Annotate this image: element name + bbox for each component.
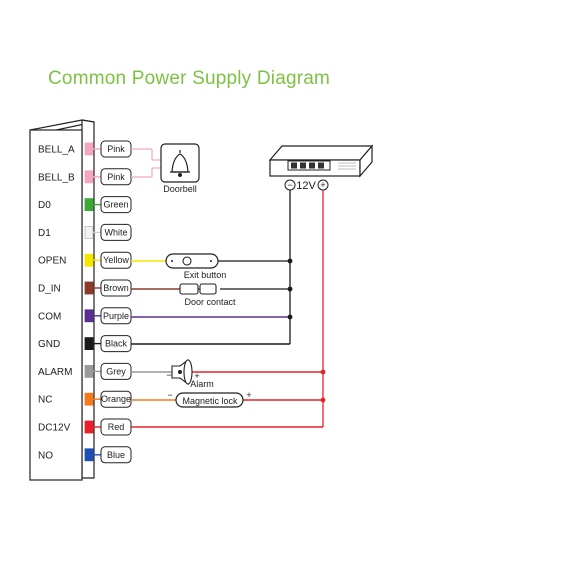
wire-color-swatch <box>84 448 94 462</box>
pin-row-no: NO Blue <box>38 446 132 464</box>
wire-color-label: Purple <box>103 311 129 321</box>
pin-row-d0: D0 Green <box>38 196 132 214</box>
maglock-minus-sign: − <box>167 390 172 400</box>
page-title: Common Power Supply Diagram <box>48 68 331 89</box>
wire-color-swatch <box>84 420 94 434</box>
pin-label: BELL_B <box>38 172 75 183</box>
minus-sign: − <box>287 180 292 190</box>
wire-color-swatch <box>84 198 94 212</box>
pin-label: ALARM <box>38 367 72 378</box>
pin-label: BELL_A <box>38 145 75 156</box>
alarm-label: Alarm <box>190 379 214 389</box>
wire-color-label: Pink <box>107 144 125 154</box>
doorbell-wiring <box>131 148 161 178</box>
power-supply <box>268 144 374 178</box>
wire-label-box <box>100 390 132 408</box>
wire-label-box <box>100 196 132 214</box>
alarm-plus-sign: + <box>194 371 199 381</box>
wire-color-label: Pink <box>107 172 125 182</box>
wire-color-swatch <box>84 364 94 378</box>
wire-color-label: Grey <box>106 366 126 376</box>
wire-color-swatch <box>84 392 94 406</box>
pin-row-d-in: D_IN Brown <box>38 279 132 297</box>
wire-color-swatch <box>84 309 94 323</box>
alarm-icon <box>171 358 193 386</box>
pin-row-nc: NC Orange <box>38 390 132 408</box>
pin-label: NC <box>38 395 52 406</box>
door-contact-label: Door contact <box>184 297 236 307</box>
wire-color-swatch <box>84 142 94 156</box>
wire-color-swatch <box>84 253 94 267</box>
wire-label-box <box>100 307 132 325</box>
pin-label: D_IN <box>38 284 61 295</box>
wire-color-label: Blue <box>107 450 125 460</box>
pin-label: DC12V <box>38 423 71 434</box>
pin-row-bell-b: BELL_B Pink <box>38 168 132 186</box>
wire-label-box <box>100 251 132 269</box>
door-contact-icon <box>179 283 217 295</box>
wire-label-box <box>100 279 132 297</box>
wire-label-box <box>100 223 132 241</box>
junction-dots <box>287 258 326 403</box>
pin-row-d1: D1 White <box>38 223 132 241</box>
wire-color-swatch <box>84 281 94 295</box>
doorbell-icon <box>160 143 200 183</box>
power-voltage-label: 12V <box>296 180 316 192</box>
wire-color-swatch <box>84 225 94 239</box>
wire-color-label: Black <box>105 339 128 349</box>
wire-color-swatch <box>84 170 94 184</box>
wire-color-label: Green <box>103 200 128 210</box>
wire-color-label: Red <box>108 422 125 432</box>
pin-row-open: OPEN Yellow <box>38 251 132 269</box>
pin-row-bell-a: BELL_A Pink <box>38 140 132 158</box>
magnetic-lock-icon <box>175 392 244 408</box>
magnetic-lock-label: Magnetic lock <box>182 396 238 406</box>
plus-sign: + <box>320 180 325 190</box>
wire-color-label: Orange <box>101 394 131 404</box>
pin-row-com: COM Purple <box>38 307 132 325</box>
wire-color-label: Brown <box>103 283 129 293</box>
pin-label: D1 <box>38 228 51 239</box>
pin-label: COM <box>38 311 61 322</box>
pin-label: GND <box>38 339 60 350</box>
pin-label: OPEN <box>38 256 66 267</box>
pin-label: D0 <box>38 200 51 211</box>
wire-color-label: Yellow <box>103 255 129 265</box>
wire-color-swatch <box>84 337 94 351</box>
pin-row-dc12v: DC12V Red <box>38 418 132 436</box>
pin-row-alarm: ALARM Grey <box>38 362 132 380</box>
pin-label: NO <box>38 450 53 461</box>
exit-button-label: Exit button <box>184 270 227 280</box>
power-terminals: − 12V + <box>284 179 329 192</box>
wire-color-label: White <box>104 227 127 237</box>
maglock-plus-sign: + <box>246 390 251 400</box>
doorbell-label: Doorbell <box>163 184 197 194</box>
exit-button-icon <box>165 253 219 269</box>
alarm-minus-sign: − <box>166 370 171 380</box>
wire-label-box <box>100 446 132 464</box>
